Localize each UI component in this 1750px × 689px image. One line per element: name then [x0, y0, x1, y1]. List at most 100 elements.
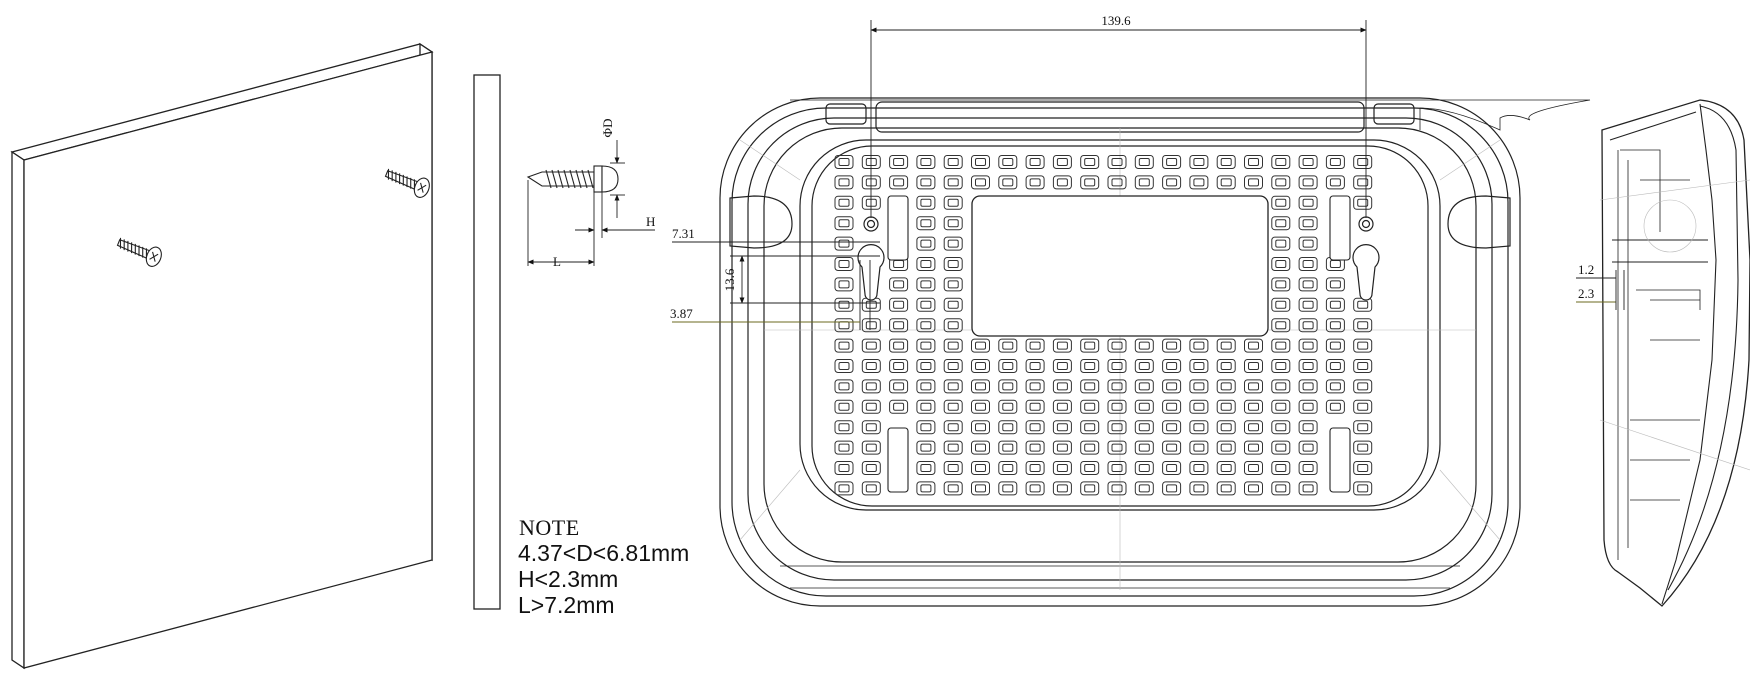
vent-slot-inner [947, 341, 959, 350]
vent-slot-inner [1220, 341, 1232, 350]
vent-slot [1244, 175, 1263, 190]
vent-slot-inner [947, 382, 959, 391]
vent-slot-inner [920, 300, 932, 309]
vent-slot [1052, 155, 1072, 169]
vent-slot [943, 257, 963, 271]
vent-slot-inner [1111, 382, 1123, 391]
vent-slot-inner [893, 300, 905, 309]
vent-slot-inner [1111, 402, 1123, 411]
vent-slot [1052, 338, 1072, 353]
vent-slot-inner [1302, 423, 1314, 432]
vent-slot-inner [1138, 423, 1150, 432]
vent-slot-inner [865, 321, 877, 330]
vent-slot [916, 257, 936, 271]
vent-slot-inner [1220, 178, 1232, 187]
dim-l: L [553, 254, 561, 269]
vent-slot [916, 440, 936, 455]
vent-slot-inner [920, 198, 932, 207]
vent-slot-inner [1111, 178, 1123, 187]
side-slots [887, 195, 1351, 493]
vent-slot-inner [947, 321, 959, 330]
vent-slot-inner [1220, 382, 1232, 391]
vent-slot-inner [1248, 341, 1259, 350]
vent-slot-inner [1357, 321, 1369, 330]
dim-slot-width: 3.87 [670, 306, 693, 321]
vent-slot-inner [1329, 382, 1341, 391]
vent-slot-inner [893, 382, 905, 391]
vent-slot-inner [1029, 158, 1041, 166]
vent-slot-inner [1029, 484, 1041, 493]
dim-keyhole-lines [672, 241, 880, 330]
vent-slot [861, 399, 881, 414]
vent-slot [1353, 399, 1373, 414]
vent-slot-inner [1166, 464, 1178, 472]
vent-slot [834, 420, 854, 435]
vent-slot-inner [1302, 178, 1314, 187]
vent-slot [998, 420, 1018, 435]
vent-slot [1325, 379, 1345, 394]
vent-slot-inner [1248, 464, 1259, 472]
vent-slot-inner [1302, 341, 1314, 350]
vent-slot-inner [1275, 402, 1287, 411]
vent-slot-inner [865, 484, 877, 493]
vent-slot-inner [1357, 423, 1369, 432]
vent-slot-inner [975, 158, 986, 166]
vent-slot [834, 461, 854, 475]
vent-slot-inner [1275, 423, 1287, 432]
vent-slot-inner [1084, 362, 1096, 370]
vent-slot-inner [1357, 341, 1369, 350]
vent-slot-inner [1056, 158, 1068, 166]
vent-slot-inner [1248, 443, 1259, 452]
vent-slot [1325, 297, 1345, 312]
vent-slot-inner [1029, 423, 1041, 432]
vent-slot-inner [1357, 198, 1369, 207]
vent-slot-inner [1220, 158, 1232, 166]
vent-slot [1134, 155, 1154, 169]
vent-slot [1162, 359, 1182, 373]
vent-slot-inner [893, 321, 905, 330]
dim-h: H [646, 214, 655, 229]
vent-slot [1080, 481, 1100, 496]
vent-slot [834, 216, 854, 231]
vent-slot [834, 359, 854, 373]
vent-slot-inner [1302, 300, 1314, 309]
vent-slot [1216, 461, 1236, 475]
vent-slot [943, 318, 963, 333]
vent-slot [1052, 175, 1072, 190]
vent-slot-inner [1029, 362, 1041, 370]
vent-slot-inner [1357, 402, 1369, 411]
vent-slot [1080, 338, 1100, 353]
vent-slot-inner [920, 423, 932, 432]
vent-slot-inner [975, 341, 986, 350]
vent-slot-inner [1056, 423, 1068, 432]
vent-slot [971, 338, 990, 353]
vent-slot [998, 440, 1018, 455]
vent-slot [1271, 277, 1291, 292]
vent-slot [1298, 399, 1318, 414]
vent-slot [1325, 399, 1345, 414]
vent-slot-inner [1002, 341, 1014, 350]
vent-slot [1080, 175, 1100, 190]
vent-slot-inner [1193, 423, 1205, 432]
vent-slot [1298, 155, 1318, 169]
vent-slot [916, 236, 936, 251]
vent-slot [1298, 420, 1318, 435]
vent-slot-inner [1166, 402, 1178, 411]
vent-slot [943, 338, 963, 353]
vent-slot-inner [1193, 402, 1205, 411]
vent-slot [916, 359, 936, 373]
vent-slot [834, 399, 854, 414]
vent-slot [889, 297, 909, 312]
vent-slot-inner [920, 219, 932, 228]
vent-slot [861, 338, 881, 353]
vent-slot-inner [1357, 178, 1369, 187]
vent-slot [916, 318, 936, 333]
vent-slot-inner [947, 464, 959, 472]
vent-slot [1162, 155, 1182, 169]
vent-slot [1298, 481, 1318, 496]
vent-slot-inner [1329, 321, 1341, 330]
vent-slot-inner [920, 464, 932, 472]
vent-slot [834, 195, 854, 210]
vent-slot [1216, 155, 1236, 169]
vent-slot [943, 461, 963, 475]
